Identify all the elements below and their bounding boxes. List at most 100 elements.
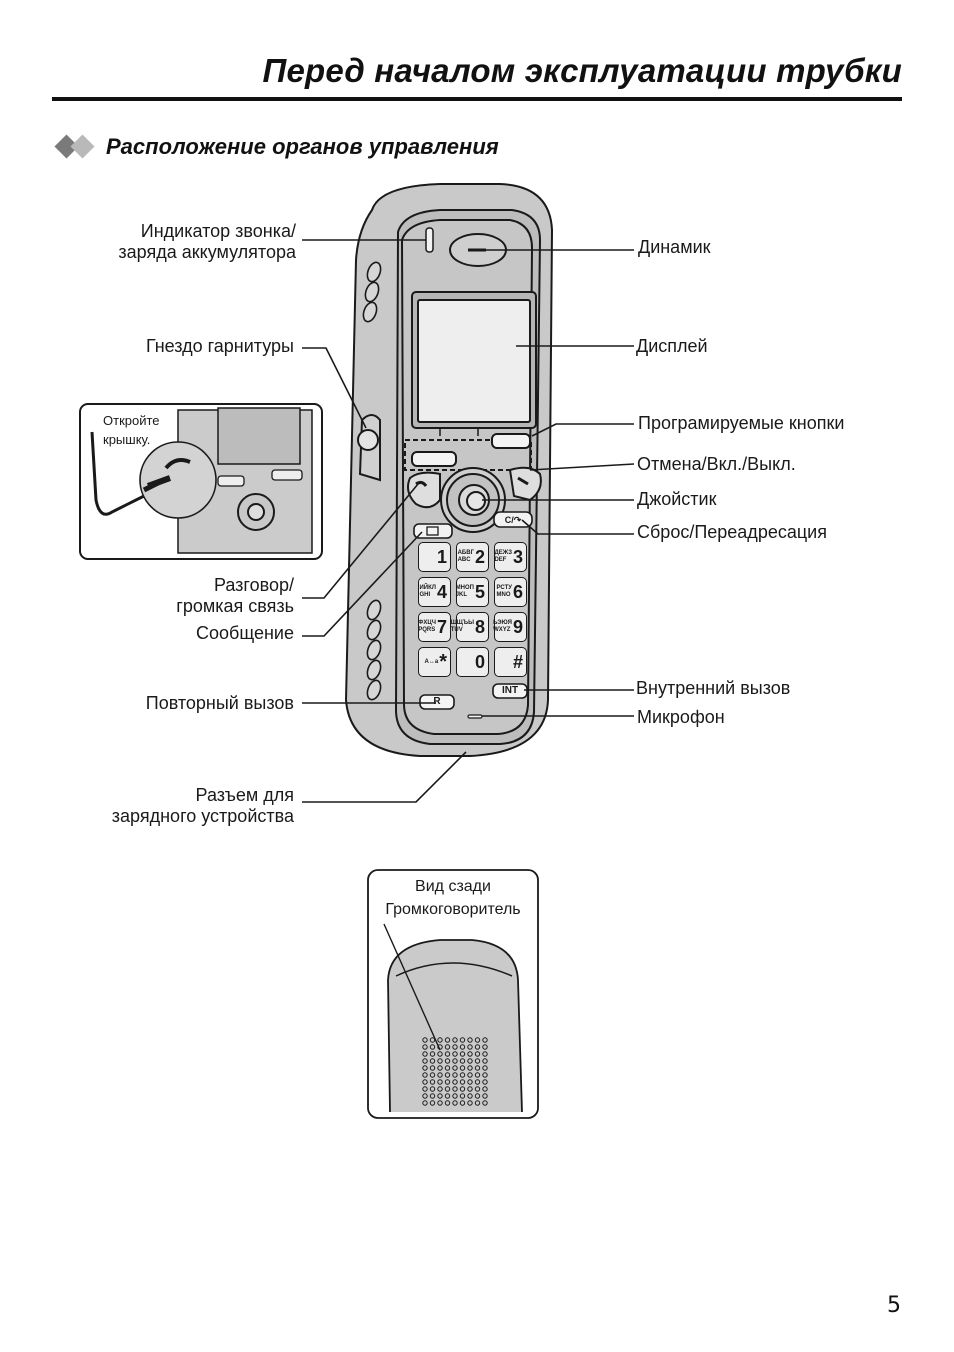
grille-hole (437, 1037, 443, 1043)
grille-hole (429, 1072, 436, 1078)
grille-hole (437, 1086, 443, 1092)
r-key-shape (419, 694, 455, 710)
rear-view-title: Вид сзади (415, 878, 491, 895)
grille-hole (437, 1051, 443, 1057)
grille-hole (452, 1044, 458, 1050)
grille-hole (437, 1093, 443, 1099)
grille-hole (474, 1100, 481, 1106)
key-digit: * (439, 651, 447, 673)
section-title: Расположение органов управления (106, 134, 499, 159)
r-key[interactable]: R (433, 696, 441, 707)
label-joystick: Джойстик (637, 489, 717, 509)
grille-hole (467, 1037, 473, 1043)
clear-key-label[interactable]: C/↷ (504, 515, 522, 525)
grille-hole (444, 1072, 451, 1078)
clear-key (493, 511, 533, 528)
key-digit: 3 (512, 547, 523, 567)
grille-hole (452, 1065, 458, 1071)
microphone-slot (467, 714, 483, 719)
soft-key-left (411, 451, 457, 467)
label-display: Дисплей (636, 336, 708, 356)
keypad-key-1[interactable]: 1 (418, 542, 451, 572)
grille-hole (429, 1079, 436, 1085)
grille-hole (444, 1058, 451, 1064)
grille-hole (459, 1058, 466, 1064)
keypad-key-0[interactable]: 0 (456, 647, 489, 677)
grille-hole (482, 1044, 488, 1050)
keypad-key-hash[interactable]: # (494, 647, 527, 677)
label-line: громкая связь (176, 596, 294, 616)
display-screen (417, 299, 531, 423)
grille-hole (467, 1072, 473, 1078)
grille-hole (437, 1100, 443, 1106)
key-letters-lat: PQRS (418, 627, 436, 633)
key-letters-cyr: ЬЭЮЯ (493, 620, 512, 626)
rear-handset-body (387, 939, 523, 1113)
grille-hole (422, 1079, 428, 1085)
key-digit: 8 (474, 617, 485, 637)
grille-hole (467, 1093, 473, 1099)
key-digit: 7 (436, 617, 447, 637)
key-letters-cyr: A↔a (424, 658, 439, 665)
grille-hole (429, 1065, 436, 1071)
int-key-shape (492, 683, 528, 699)
key-digit: 5 (474, 582, 485, 602)
grille-hole (444, 1051, 451, 1057)
grille-hole (422, 1051, 428, 1057)
headset-jack (357, 429, 379, 451)
rear-speaker-grille (422, 1037, 488, 1106)
grille-hole (482, 1051, 488, 1057)
title-rule (52, 97, 902, 101)
grille-hole (482, 1100, 488, 1106)
grille-hole (474, 1065, 481, 1071)
grille-hole (467, 1086, 473, 1092)
grille-hole (444, 1093, 451, 1099)
key-digit: 2 (474, 547, 485, 567)
talk-key (407, 471, 441, 509)
grille-hole (444, 1037, 451, 1043)
key-digit: 4 (436, 582, 447, 602)
grille-hole (482, 1072, 488, 1078)
grille-hole (474, 1058, 481, 1064)
label-line: зарядного устройства (111, 806, 294, 826)
key-letters-lat: TUV (450, 627, 463, 633)
keypad-key-star[interactable]: A↔a* (418, 647, 451, 677)
rear-speaker-label: Громкоговоритель (385, 901, 521, 918)
key-letters-cyr: ИЙКЛ (419, 585, 436, 591)
grille-hole (444, 1079, 451, 1085)
grille-hole (422, 1065, 428, 1071)
key-letters-lat: WXYZ (493, 627, 511, 633)
grille-hole (474, 1037, 481, 1043)
page-number: 5 (887, 1293, 901, 1318)
key-letters-cyr: АБВГ (457, 550, 474, 556)
side-grips-top (362, 261, 382, 323)
grille-hole (429, 1100, 436, 1106)
insert-arrow (146, 475, 172, 489)
label-line: заряда аккумулятора (118, 242, 296, 262)
open-arrow (164, 458, 191, 470)
label-off: Отмена/Вкл./Выкл. (637, 454, 796, 474)
soft-key-right (491, 433, 531, 449)
grille-hole (474, 1079, 481, 1085)
grille-hole (422, 1093, 428, 1099)
label-talk: Разговор/ громкая связь (176, 575, 294, 617)
int-key[interactable]: INT (501, 685, 519, 696)
label-redial: Повторный вызов (145, 693, 294, 713)
grille-hole (422, 1044, 428, 1050)
grille-hole (452, 1086, 458, 1092)
grille-hole (429, 1058, 436, 1064)
key-letters-cyr: ДЕЖЗ (494, 550, 512, 556)
inset-instruction: Откройте крышку. (103, 411, 160, 449)
label-soft-keys: Програмируемые кнопки (638, 413, 845, 433)
